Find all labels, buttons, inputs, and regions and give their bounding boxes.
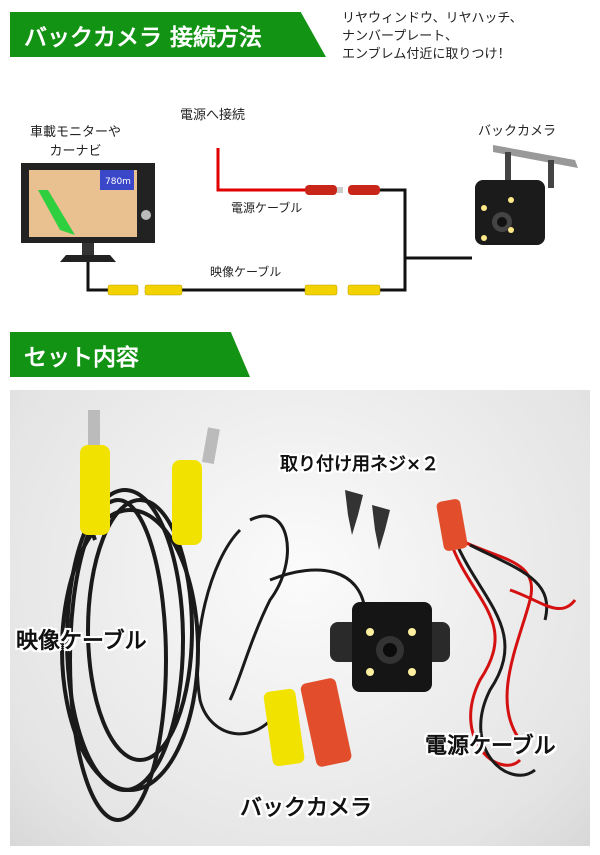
camera-plugs [263, 678, 352, 767]
camera-label: バックカメラ [478, 124, 557, 139]
screws [345, 490, 390, 550]
power-connect-label: 電源へ接続 [180, 108, 246, 123]
section-banner-contents: セット内容 [10, 332, 250, 377]
section-title: バックカメラ 接続方法 [24, 24, 263, 51]
video-connectors [107, 284, 381, 296]
section-title: セット内容 [24, 344, 139, 371]
connection-diagram: 780m [21, 145, 578, 296]
power-wire [86, 148, 472, 292]
monitor-label: 車載モニターや カーナビ [30, 123, 121, 161]
power-connectors [305, 185, 380, 195]
video-cable-label: 映像ケーブル [210, 265, 282, 279]
monitor-image: 780m [21, 163, 155, 262]
camera-cable [195, 514, 367, 736]
camera-product [330, 602, 450, 692]
note-line: エンブレム付近に取りつけ！ [342, 47, 511, 62]
camera-photo-label: バックカメラ [240, 796, 373, 821]
product-photo-drawing [60, 410, 577, 822]
power-cable-photo-label: 電源ケーブル [425, 734, 556, 759]
power-cable-label: 電源ケーブル [231, 201, 303, 215]
note-line: リヤウィンドウ、リヤハッチ、 [342, 11, 523, 26]
label-line: カーナビ [49, 144, 102, 159]
set-contents-photo: 取り付け用ネジ×２ 映像ケーブル バックカメラ 電源ケーブル [10, 390, 590, 846]
section-banner-connection: バックカメラ 接続方法 [10, 12, 326, 57]
note-line: ナンバープレート、 [342, 29, 458, 44]
power-cable [448, 538, 577, 777]
monitor-distance: 780m [105, 177, 131, 187]
screws-label: 取り付け用ネジ×２ [280, 454, 440, 475]
label-line: 車載モニターや [30, 125, 122, 140]
video-cable-coil [60, 469, 200, 822]
video-cable-photo-label: 映像ケーブル [16, 629, 147, 654]
power-plug [436, 499, 468, 551]
video-cable-plugs [80, 410, 220, 545]
camera-image [475, 145, 578, 245]
mounting-note: リヤウィンドウ、リヤハッチ、 ナンバープレート、 エンブレム付近に取りつけ！ [342, 10, 523, 64]
